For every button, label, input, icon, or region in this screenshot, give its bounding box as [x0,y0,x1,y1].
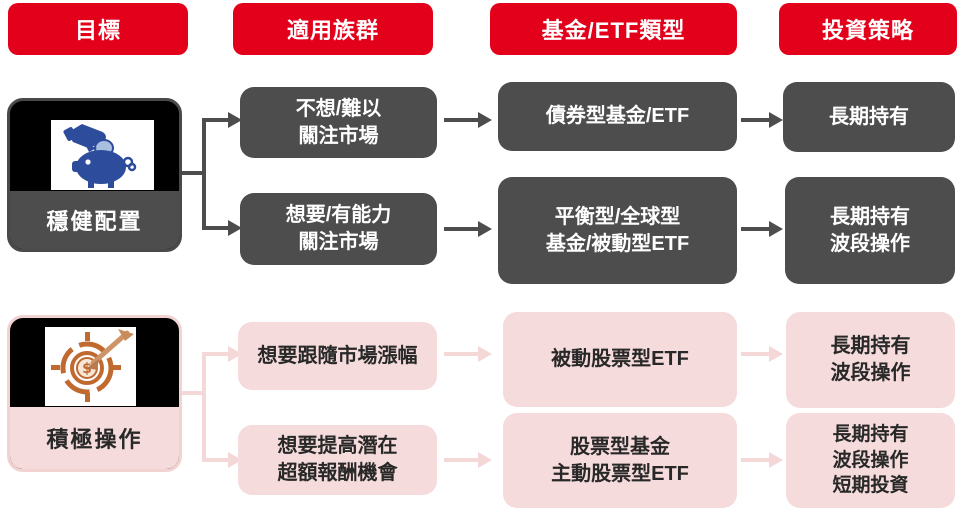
audience-box-stable-1: 不想/難以 關注市場 [240,87,437,158]
target-image-panel: $ [45,327,136,406]
column-header-strategy: 投資策略 [779,3,957,55]
active-section-card: $ 積極操作 [7,315,182,472]
fund-box-active-1: 被動股票型ETF [503,312,737,407]
arrow-head-icon [478,452,492,468]
arrow-head-icon [228,112,242,128]
audience-box-active-2: 想要提高潛在 超額報酬機會 [238,425,437,495]
active-section-label: 積極操作 [10,407,179,469]
arrow-head-icon [228,220,242,236]
fund-box-stable-1: 債券型基金/ETF [498,82,737,151]
strategy-box-stable-2: 長期持有 波段操作 [785,177,955,284]
arrow-head-icon [478,112,492,128]
stable-section-label: 穩健配置 [10,191,179,249]
arrow-head-icon [769,112,783,128]
arrow-head-icon [478,346,492,362]
piggy-bank-image-panel [51,120,154,190]
piggy-bank-coin-icon [63,124,137,188]
arrow-line [444,458,478,462]
audience-box-stable-2: 想要/有能力 關注市場 [240,193,437,265]
arrow-line [741,458,769,462]
arrow-line [741,227,769,231]
arrow-line [444,118,478,122]
column-header-goal: 目標 [8,3,188,55]
arrow-head-icon [769,452,783,468]
target-dollar-icon: $ [51,329,134,402]
arrow-head-icon [769,346,783,362]
audience-box-active-1: 想要跟隨市場漲幅 [238,322,437,390]
arrow-line [741,352,769,356]
strategy-box-stable-1: 長期持有 [783,82,955,152]
arrow-line [444,352,478,356]
stable-branch-line-row2 [202,226,228,230]
fund-box-active-2: 股票型基金 主動股票型ETF [503,413,737,508]
strategy-box-active-1: 長期持有 波段操作 [786,312,955,408]
arrow-line [444,227,478,231]
strategy-box-active-2: 長期持有 波段操作 短期投資 [786,413,955,508]
active-branch-line-row3 [202,352,228,356]
active-branch-vertical-line [202,352,206,462]
stable-branch-vertical-line [202,118,206,230]
svg-text:$: $ [82,361,92,377]
arrow-head-icon [769,221,783,237]
active-branch-stub-line [182,391,204,395]
stable-branch-stub-line [182,171,204,175]
arrow-line [741,118,769,122]
arrow-head-icon [478,221,492,237]
active-branch-line-row4 [202,458,228,462]
stable-branch-line-row1 [202,118,228,122]
column-header-audience: 適用族群 [233,3,433,55]
column-header-fund-type: 基金/ETF類型 [490,3,737,55]
fund-box-stable-2: 平衡型/全球型 基金/被動型ETF [498,177,737,284]
stable-section-card: 穩健配置 [7,98,182,252]
